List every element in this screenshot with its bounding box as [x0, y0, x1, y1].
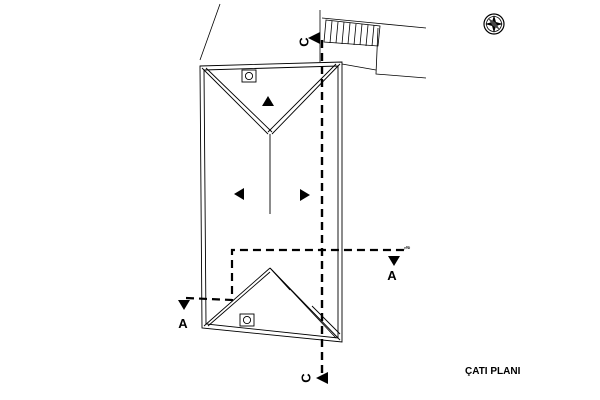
section-line-a: [185, 248, 404, 302]
chimney-icon: [239, 313, 255, 327]
section-arrow-icon: [308, 32, 320, 44]
site-context: [199, 3, 427, 79]
section-a-markers: [178, 256, 400, 310]
drawing-title: ÇATI PLANI: [465, 366, 521, 377]
chimney-icon: [241, 69, 257, 83]
section-label-c-top: C: [297, 37, 312, 47]
triangle-arrow-icon: [234, 188, 244, 200]
section-arrow-icon: [178, 300, 190, 310]
section-label-a-left: A: [178, 316, 188, 331]
small-annotation: ᵞ⁰ᴰ: [403, 246, 411, 252]
roof-ridges: [201, 63, 341, 341]
stair: [323, 19, 381, 47]
section-label-c-bottom: C: [299, 373, 314, 383]
slope-arrows: [234, 96, 310, 201]
section-arrow-icon: [316, 372, 328, 384]
compass-rose-icon: [483, 13, 505, 35]
section-arrow-icon: [388, 256, 400, 266]
section-c-markers: [308, 32, 328, 384]
section-label-a-right: A: [387, 268, 397, 283]
triangle-arrow-icon: [262, 96, 274, 106]
triangle-arrow-icon: [300, 189, 310, 201]
